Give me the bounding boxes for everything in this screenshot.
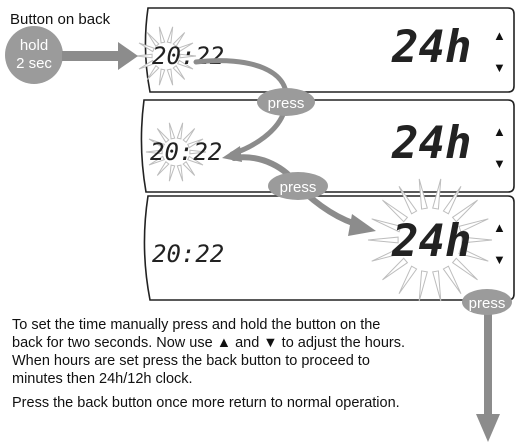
up-arrow-icon: ▲ bbox=[493, 124, 506, 139]
starburst-ray bbox=[158, 68, 166, 86]
starburst-ray bbox=[367, 236, 399, 244]
starburst-ray bbox=[156, 160, 170, 176]
starburst-ray bbox=[168, 122, 176, 140]
starburst-ray bbox=[187, 155, 204, 166]
hold-bubble bbox=[5, 26, 63, 84]
starburst-ray bbox=[442, 186, 462, 215]
starburst-ray bbox=[451, 199, 478, 223]
starburst-ray bbox=[442, 265, 462, 294]
starburst-ray bbox=[458, 218, 489, 233]
starburst-ray bbox=[382, 257, 409, 281]
starburst-ray bbox=[432, 270, 442, 302]
starburst-ray bbox=[398, 265, 418, 294]
starburst-ray bbox=[135, 53, 153, 59]
starburst-ray bbox=[148, 138, 165, 149]
starburst-ray bbox=[177, 42, 194, 53]
flow-arrowhead-2 bbox=[348, 214, 376, 236]
starburst-ray bbox=[176, 122, 184, 140]
starburst-ray bbox=[166, 68, 174, 86]
flash-starburst-minutes bbox=[145, 122, 207, 182]
starburst-ray bbox=[158, 26, 166, 44]
starburst-ray bbox=[458, 247, 489, 262]
starburst-ray bbox=[172, 32, 186, 48]
up-arrow-icon: ▲ bbox=[493, 28, 506, 43]
starburst-ray bbox=[138, 59, 155, 70]
starburst-ray bbox=[418, 270, 428, 302]
starburst-ray bbox=[182, 128, 196, 144]
starburst-ray bbox=[177, 59, 194, 70]
lcd-panel-2 bbox=[140, 99, 515, 193]
starburst-ray bbox=[371, 247, 402, 262]
starburst-ray bbox=[187, 138, 204, 149]
lcd-panel-1 bbox=[144, 7, 515, 93]
press-bubble-2 bbox=[268, 172, 328, 200]
starburst-ray bbox=[382, 199, 409, 223]
starburst-ray bbox=[189, 149, 207, 155]
time-display-2: 20:22 bbox=[150, 138, 222, 166]
press-bubble-2-label: press bbox=[280, 179, 317, 196]
starburst-ray bbox=[146, 64, 160, 80]
starburst-ray bbox=[371, 218, 402, 233]
starburst-ray bbox=[179, 53, 197, 59]
press-bubble-1 bbox=[257, 88, 315, 116]
time-display-1: 20:22 bbox=[152, 42, 224, 70]
instruction-paragraph-1: To set the time manually press and hold … bbox=[12, 317, 406, 387]
starburst-ray bbox=[176, 164, 184, 182]
down-arrow-icon: ▼ bbox=[493, 60, 506, 75]
starburst-ray bbox=[166, 26, 174, 44]
down-arrow-icon: ▼ bbox=[493, 156, 506, 171]
press-bubble-3 bbox=[462, 289, 512, 315]
starburst-ray bbox=[146, 32, 160, 48]
instruction-paragraph-2: Press the back button once more return t… bbox=[12, 395, 400, 411]
hours-format-display-1: 24h bbox=[391, 22, 471, 73]
press-bubble-1-label: press bbox=[268, 95, 305, 112]
starburst-ray bbox=[398, 186, 418, 215]
starburst-ray bbox=[148, 155, 165, 166]
up-arrow-icon: ▲ bbox=[493, 220, 506, 235]
starburst-ray bbox=[172, 64, 186, 80]
starburst-ray bbox=[182, 160, 196, 176]
exit-arrow-shaft bbox=[484, 300, 492, 420]
hold-bubble-line1: hold bbox=[20, 37, 48, 54]
time-display-3: 20:22 bbox=[152, 240, 224, 268]
starburst-ray bbox=[168, 164, 176, 182]
starburst-ray bbox=[138, 42, 155, 53]
starburst-ray bbox=[145, 149, 163, 155]
starburst-ray bbox=[156, 128, 170, 144]
starburst-ray bbox=[451, 257, 478, 281]
exit-arrowhead-icon bbox=[476, 414, 500, 442]
starburst-ray bbox=[418, 178, 428, 210]
starburst-ray bbox=[432, 178, 442, 210]
flash-starburst-hours bbox=[135, 26, 197, 86]
press-bubble-3-label: press bbox=[469, 295, 506, 312]
hours-format-display-2: 24h bbox=[391, 118, 471, 169]
flash-starburst-format bbox=[367, 178, 493, 302]
down-arrow-icon: ▼ bbox=[493, 252, 506, 267]
starburst-ray bbox=[461, 236, 493, 244]
hold-arrow-icon bbox=[62, 42, 138, 70]
header-label: Button on back bbox=[10, 11, 111, 28]
hours-format-display-3: 24h bbox=[391, 216, 471, 267]
hold-bubble-line2: 2 sec bbox=[16, 55, 52, 72]
